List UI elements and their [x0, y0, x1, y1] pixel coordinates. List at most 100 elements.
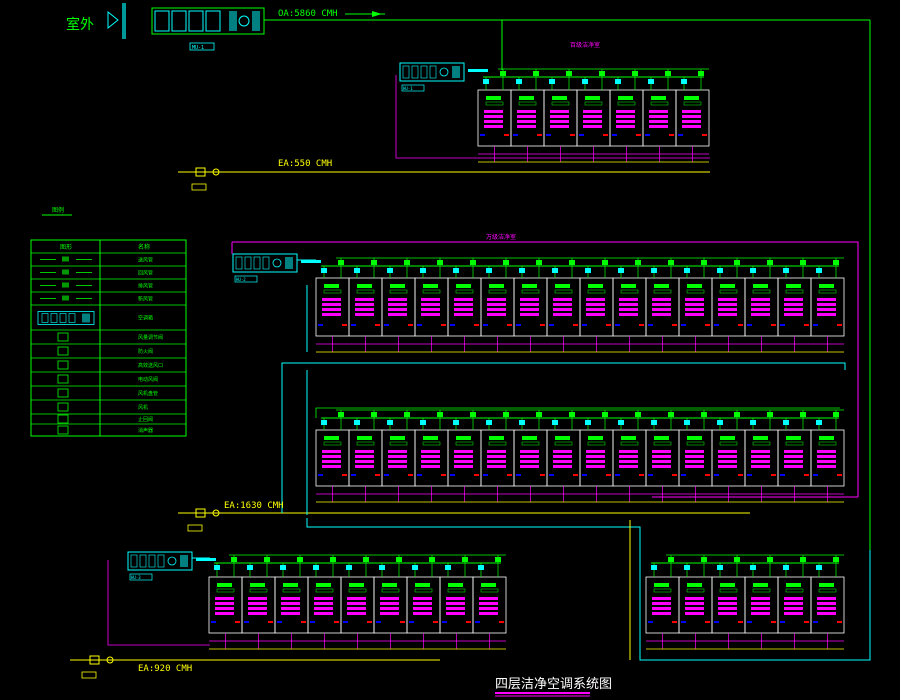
legend-symbol-10 — [57, 402, 69, 412]
legend-table — [30, 239, 187, 437]
legend-symbol-12 — [57, 425, 69, 435]
ea-label-2: EA:1630 CMH — [224, 501, 284, 511]
clean-room-1-2 — [543, 69, 578, 162]
legend-name-5: 风量调节阀 — [138, 334, 163, 341]
clean-room-4-6 — [406, 555, 441, 649]
ea-label-3: EA:920 CMH — [138, 664, 192, 674]
legend-symbol-9 — [57, 388, 69, 398]
clean-room-4-2 — [274, 555, 309, 649]
clean-room-2-4 — [447, 258, 482, 352]
room-row-4 — [208, 554, 507, 650]
legend-name-6: 防火阀 — [138, 348, 153, 355]
legend-symbol-1 — [40, 269, 92, 275]
clean-room-5-2 — [711, 555, 746, 649]
clean-room-5-1 — [678, 555, 713, 649]
clean-room-2-14 — [777, 258, 812, 352]
clean-room-2-12 — [711, 258, 746, 352]
clean-room-3-7 — [546, 410, 581, 502]
clean-room-3-12 — [711, 410, 746, 502]
svg-text:HU-1: HU-1 — [403, 86, 413, 91]
clean-room-2-0 — [315, 258, 350, 352]
air-handling-unit-1: HU-1 — [399, 62, 488, 92]
clean-room-4-7 — [439, 555, 474, 649]
clean-room-2-15 — [810, 258, 845, 352]
legend-symbol-8 — [57, 374, 69, 384]
clean-room-3-1 — [348, 410, 383, 502]
clean-room-2-3 — [414, 258, 449, 352]
legend-name-2: 排风管 — [138, 283, 153, 290]
clean-room-4-5 — [373, 555, 408, 649]
clean-room-3-8 — [579, 410, 614, 502]
clean-room-4-4 — [340, 555, 375, 649]
clean-room-3-13 — [744, 410, 779, 502]
clean-room-1-5 — [642, 69, 677, 162]
legend-symbol-0 — [40, 256, 92, 262]
clean-room-3-5 — [480, 410, 515, 502]
legend-symbol-6 — [57, 346, 69, 356]
legend-header-name: 名称 — [138, 243, 150, 251]
clean-room-3-9 — [612, 410, 647, 502]
clean-room-3-15 — [810, 410, 845, 502]
room-row-2 — [315, 257, 845, 353]
clean-room-2-2 — [381, 258, 416, 352]
legend-symbol-2 — [40, 282, 92, 288]
clean-room-1-3 — [576, 69, 611, 162]
legend-name-8: 电动风阀 — [138, 376, 158, 383]
svg-text:HU-3: HU-3 — [131, 575, 141, 580]
svg-text:HU-2: HU-2 — [236, 277, 246, 282]
clean-room-1-6 — [675, 69, 710, 162]
exhaust-line-1 — [178, 167, 710, 191]
clean-room-3-6 — [513, 410, 548, 502]
clean-room-5-4 — [777, 555, 812, 649]
zone-label-2: 万级洁净室 — [486, 233, 516, 241]
clean-room-1-4 — [609, 69, 644, 162]
clean-room-4-1 — [241, 555, 276, 649]
legend-name-12: 消声器 — [138, 427, 153, 434]
air-handling-unit-3: HU-3 — [127, 551, 216, 581]
legend-name-7: 高效送风口 — [138, 362, 163, 369]
clean-room-4-0 — [208, 555, 243, 649]
legend-name-0: 送风管 — [138, 257, 153, 264]
clean-room-2-5 — [480, 258, 515, 352]
clean-room-4-8 — [472, 555, 507, 649]
clean-room-2-10 — [645, 258, 680, 352]
ea-label-1: EA:550 CMH — [278, 159, 332, 169]
legend-name-10: 风机 — [138, 404, 148, 411]
clean-room-3-14 — [777, 410, 812, 502]
clean-room-3-0 — [315, 410, 350, 502]
clean-room-3-11 — [678, 410, 713, 502]
room-row-1 — [477, 68, 710, 163]
air-handling-unit-2: HU-2 — [232, 253, 321, 283]
clean-room-2-11 — [678, 258, 713, 352]
clean-room-3-10 — [645, 410, 680, 502]
clean-room-2-13 — [744, 258, 779, 352]
legend-symbol-7 — [57, 360, 69, 370]
diagram-title: 四层洁净空调系统图 — [495, 677, 612, 692]
exhaust-line-3 — [70, 655, 440, 679]
exhaust-line-2 — [178, 508, 750, 532]
legend-name-9: 风机盘管 — [138, 390, 158, 397]
legend-header-symbol: 图形 — [60, 243, 72, 251]
fresh-air-unit — [107, 3, 871, 550]
legend-symbol-11 — [57, 414, 69, 424]
clean-room-5-5 — [810, 555, 845, 649]
clean-room-2-7 — [546, 258, 581, 352]
legend-name-11: 止回阀 — [138, 416, 153, 423]
clean-room-4-3 — [307, 555, 342, 649]
clean-room-5-3 — [744, 555, 779, 649]
legend-name-3: 新风管 — [138, 296, 153, 303]
clean-room-1-1 — [510, 69, 545, 162]
legend-name-4: 空调箱 — [138, 315, 153, 322]
clean-room-3-4 — [447, 410, 482, 502]
oa-airflow-label: OA:5860 CMH — [278, 9, 338, 19]
clean-room-2-9 — [612, 258, 647, 352]
legend-title: 图例 — [52, 206, 64, 214]
legend-symbol-5 — [57, 332, 69, 342]
clean-room-5-0 — [645, 555, 680, 649]
legend-symbol-4 — [37, 311, 95, 325]
clean-room-3-3 — [414, 410, 449, 502]
clean-room-1-0 — [477, 69, 512, 162]
legend-name-1: 回风管 — [138, 270, 153, 277]
zone-label-1: 百级洁净室 — [570, 41, 600, 49]
